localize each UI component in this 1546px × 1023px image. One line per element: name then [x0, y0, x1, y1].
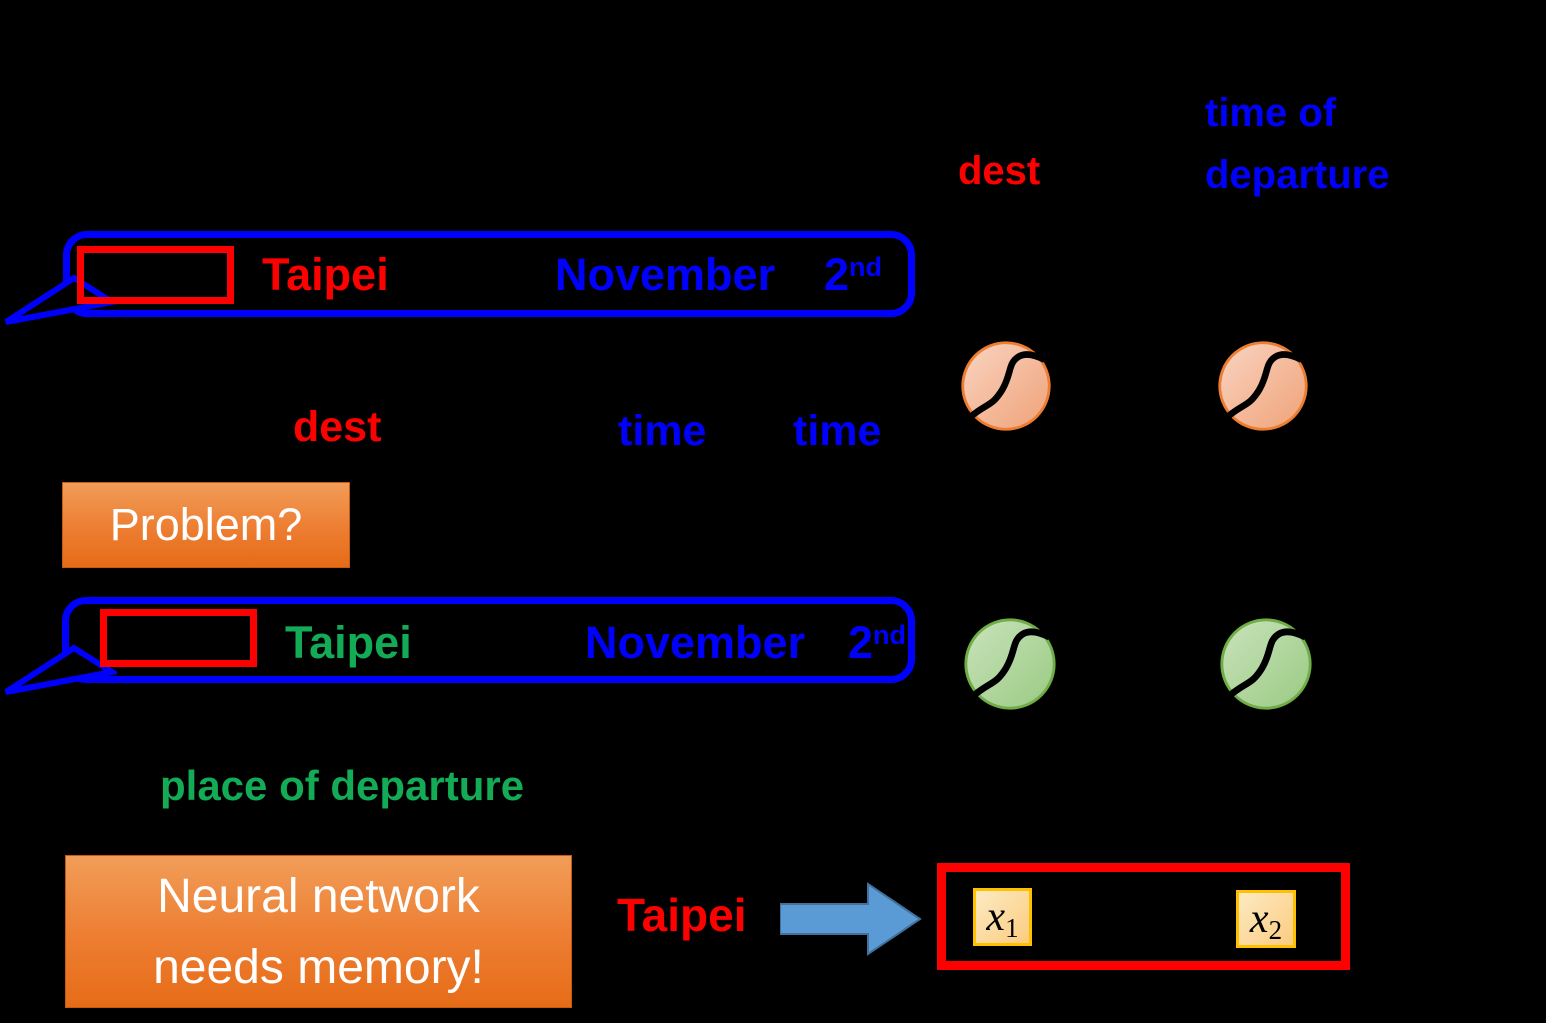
sentence1-day: 2nd: [824, 252, 882, 297]
dest-column-label: dest: [958, 149, 1041, 193]
feature-label-dest: dest: [293, 403, 382, 451]
x2-subscript: 2: [1268, 914, 1283, 945]
sentence2-day-suffix: nd: [873, 620, 907, 650]
x1-variable: x: [986, 894, 1006, 940]
place-of-departure-label: place of departure: [160, 762, 525, 809]
x2-variable: x: [1249, 896, 1269, 942]
speech-bubble-2: [62, 597, 915, 683]
sentence1-destination-word: Taipei: [262, 249, 389, 300]
sentence2-month-word: November: [585, 617, 806, 668]
time-of-departure-column-label: time of departure: [1205, 91, 1390, 197]
problem-box-label: Problem?: [109, 499, 303, 550]
input-vector-box: [937, 863, 1350, 970]
sentence2-day: 2nd: [848, 620, 906, 665]
memory-box: Neural network needs memory!: [65, 855, 572, 1008]
hidden-word-box-2: [100, 609, 257, 667]
x1-subscript: 1: [1005, 912, 1019, 943]
feature-label-time-second: time: [793, 407, 882, 455]
sigmoid-neuron-icon: [961, 341, 1051, 431]
sentence1-month-word: November: [555, 249, 776, 300]
sigmoid-neuron-icon: [1220, 618, 1312, 710]
sentence2-place-word: Taipei: [285, 617, 412, 668]
sigmoid-neuron-icon: [964, 618, 1056, 710]
memory-box-line1: Neural network: [157, 869, 480, 923]
sentence1-day-number: 2: [824, 249, 850, 300]
memory-box-line2: needs memory!: [153, 940, 484, 994]
sentence2-day-number: 2: [848, 617, 874, 668]
problem-box: Problem?: [62, 482, 350, 568]
input-word-taipei: Taipei: [617, 889, 747, 941]
hidden-word-box-1: [77, 246, 234, 304]
speech-tail-icon: [4, 644, 117, 695]
feature-label-time-first: time: [618, 407, 707, 455]
block-arrow-right-icon: [780, 882, 922, 956]
speech-bubble-1: [63, 231, 915, 317]
speech-tail-icon: [4, 274, 117, 325]
sentence1-day-suffix: nd: [849, 252, 883, 282]
sigmoid-neuron-icon: [1218, 341, 1308, 431]
